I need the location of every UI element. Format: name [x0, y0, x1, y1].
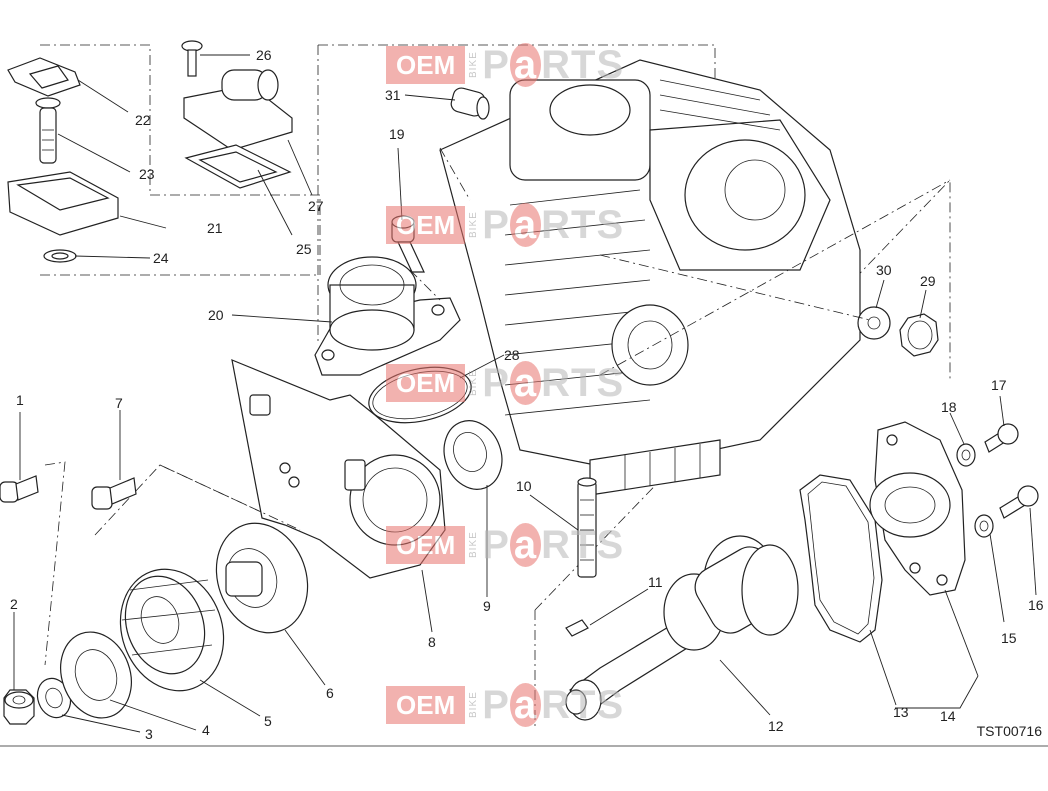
- part-25-gasket: [184, 144, 292, 189]
- part-label-15: 15: [1001, 630, 1017, 646]
- part-13-gasket: [799, 474, 883, 643]
- part-2-nut: [3, 689, 35, 725]
- part-31-bushing: [450, 87, 490, 120]
- group-box-head: [318, 44, 716, 90]
- part-17-bolt: [984, 423, 1019, 453]
- part-label-12: 12: [768, 718, 784, 734]
- part-9-seal: [443, 420, 503, 490]
- part-label-13: 13: [893, 704, 909, 720]
- part-label-25: 25: [296, 241, 312, 257]
- part-5-pulley: [119, 568, 225, 692]
- part-label-24: 24: [153, 250, 169, 266]
- group-box-left: [44, 461, 66, 666]
- part-label-5: 5: [264, 713, 272, 729]
- part-4-plate: [60, 631, 132, 719]
- part-15-washer: [974, 514, 994, 538]
- part-21-housing: [7, 171, 119, 236]
- part-1-bolt: [0, 475, 39, 503]
- part-label-2: 2: [10, 596, 18, 612]
- part-label-31: 31: [385, 87, 401, 103]
- part-label-7: 7: [115, 395, 123, 411]
- part-23-pin: [35, 97, 61, 164]
- part-27-elbow: [183, 69, 293, 151]
- part-label-10: 10: [516, 478, 532, 494]
- part-label-22: 22: [135, 112, 151, 128]
- part-7-bolt: [91, 477, 137, 510]
- part-label-18: 18: [941, 399, 957, 415]
- part-label-8: 8: [428, 634, 436, 650]
- part-label-20: 20: [208, 307, 224, 323]
- part-label-26: 26: [256, 47, 272, 63]
- part-20-intake: [314, 256, 461, 376]
- part-label-29: 29: [920, 273, 936, 289]
- part-14-cover: [869, 421, 966, 596]
- part-11-key: [565, 619, 589, 637]
- part-label-23: 23: [139, 166, 155, 182]
- cylinder-head: [439, 59, 861, 496]
- part-6-flange: [215, 522, 309, 634]
- part-label-30: 30: [876, 262, 892, 278]
- part-label-19: 19: [389, 126, 405, 142]
- part-22-clip: [7, 57, 81, 97]
- part-16-bolt: [999, 485, 1039, 519]
- part-26-screw: [181, 40, 203, 77]
- part-label-4: 4: [202, 722, 210, 738]
- part-label-27: 27: [308, 198, 324, 214]
- part-18-washer: [956, 443, 976, 467]
- part-label-6: 6: [326, 685, 334, 701]
- leader-lines: [13, 54, 1037, 733]
- part-label-17: 17: [991, 377, 1007, 393]
- part-30-washer: [857, 306, 891, 340]
- diagram-code: TST00716: [976, 723, 1042, 739]
- part-label-16: 16: [1028, 597, 1044, 613]
- part-12-camshaft: [565, 535, 799, 721]
- group-box-top-left: [40, 44, 321, 276]
- part-label-21: 21: [207, 220, 223, 236]
- part-label-14: 14: [940, 708, 956, 724]
- part-label-3: 3: [145, 726, 153, 742]
- part-29-nut: [899, 313, 939, 357]
- part-label-1: 1: [16, 392, 24, 408]
- part-label-28: 28: [504, 347, 520, 363]
- part-8-belt-cover: [231, 359, 446, 579]
- part-label-11: 11: [648, 574, 663, 590]
- part-label-9: 9: [483, 598, 491, 614]
